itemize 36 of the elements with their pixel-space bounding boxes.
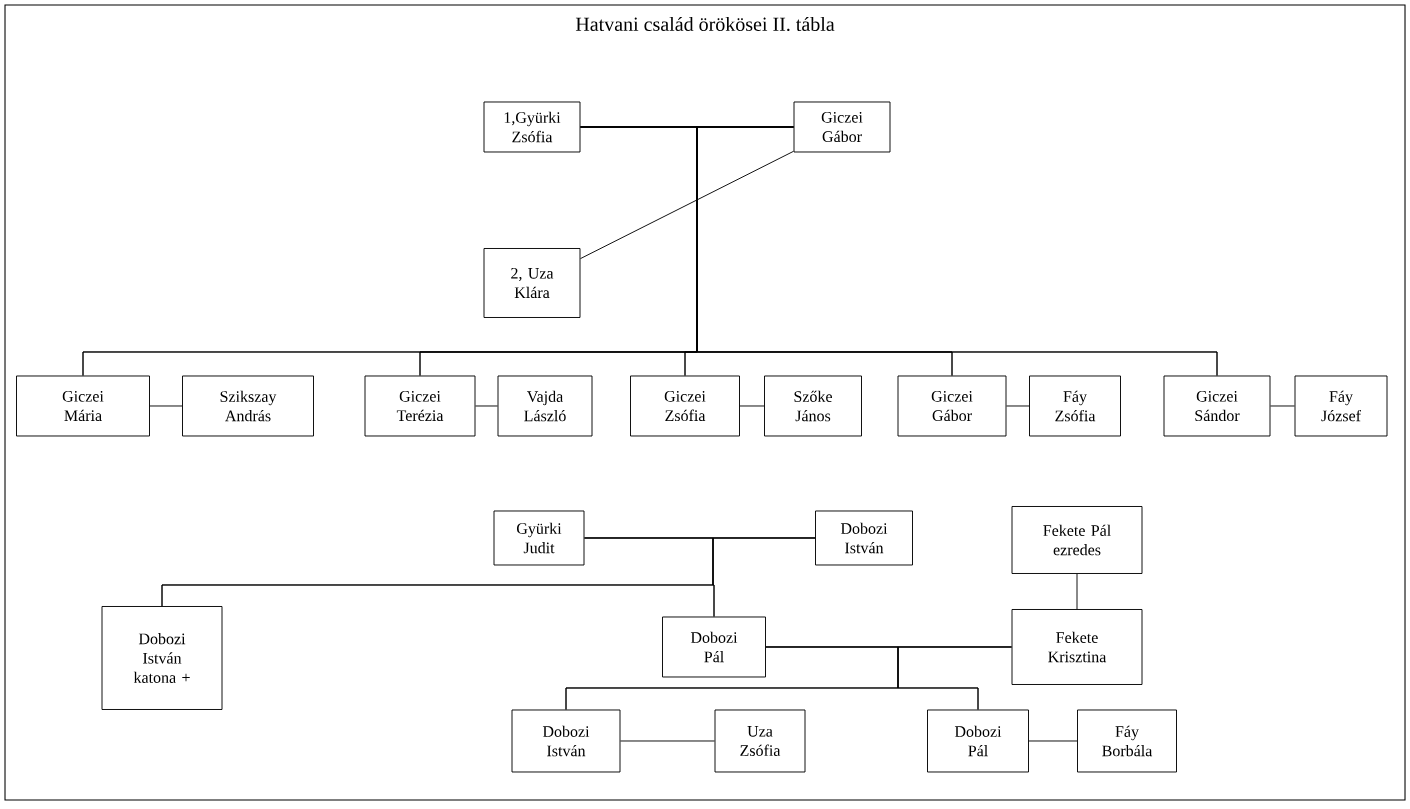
person-box: 1,Gyürki Zsófia (483, 101, 581, 153)
person-box: Vajda László (497, 375, 593, 437)
connector-line (149, 405, 183, 407)
person-box: Fekete Pál ezredes (1011, 506, 1143, 574)
connector-line (712, 537, 816, 617)
person-box: Dobozi Pál (662, 616, 766, 678)
person-box: Giczei Terézia (364, 375, 476, 437)
person-box: Fáy Borbála (1077, 709, 1177, 773)
connector-line (1006, 405, 1030, 407)
person-box: Giczei Gábor (793, 101, 891, 153)
person-box: Dobozi István katona + (101, 606, 223, 710)
person-box: Fekete Krisztina (1011, 609, 1143, 685)
title: Hatvani család örökösei II. tábla (575, 16, 835, 32)
person-box: Giczei Sándor (1163, 375, 1271, 437)
person-box: Fáy József (1294, 375, 1388, 437)
person-box: Giczei Zsófia (630, 375, 740, 437)
connector-line (475, 405, 498, 407)
person-box: Dobozi Pál (927, 709, 1029, 773)
connector-line (1076, 573, 1078, 610)
person-box: Dobozi István (511, 709, 621, 773)
person-box: Fáy Zsófia (1029, 375, 1121, 437)
connector-line (620, 740, 715, 742)
person-box: Dobozi István (815, 510, 913, 566)
connector-line (580, 150, 794, 260)
connector-line (739, 405, 765, 407)
person-box: 2, Uza Klára (483, 248, 581, 318)
person-box: Gyürki Judit (493, 510, 585, 566)
person-box: Szikszay András (182, 375, 314, 437)
connector-line (897, 646, 1012, 710)
person-box: Uza Zsófia (714, 709, 806, 773)
connector-line (696, 126, 1218, 376)
person-box: Giczei Gábor (897, 375, 1007, 437)
person-box: Szőke János (764, 375, 862, 437)
connector-line (1028, 740, 1078, 742)
connector-line (1270, 405, 1295, 407)
person-box: Giczei Mária (16, 375, 150, 437)
